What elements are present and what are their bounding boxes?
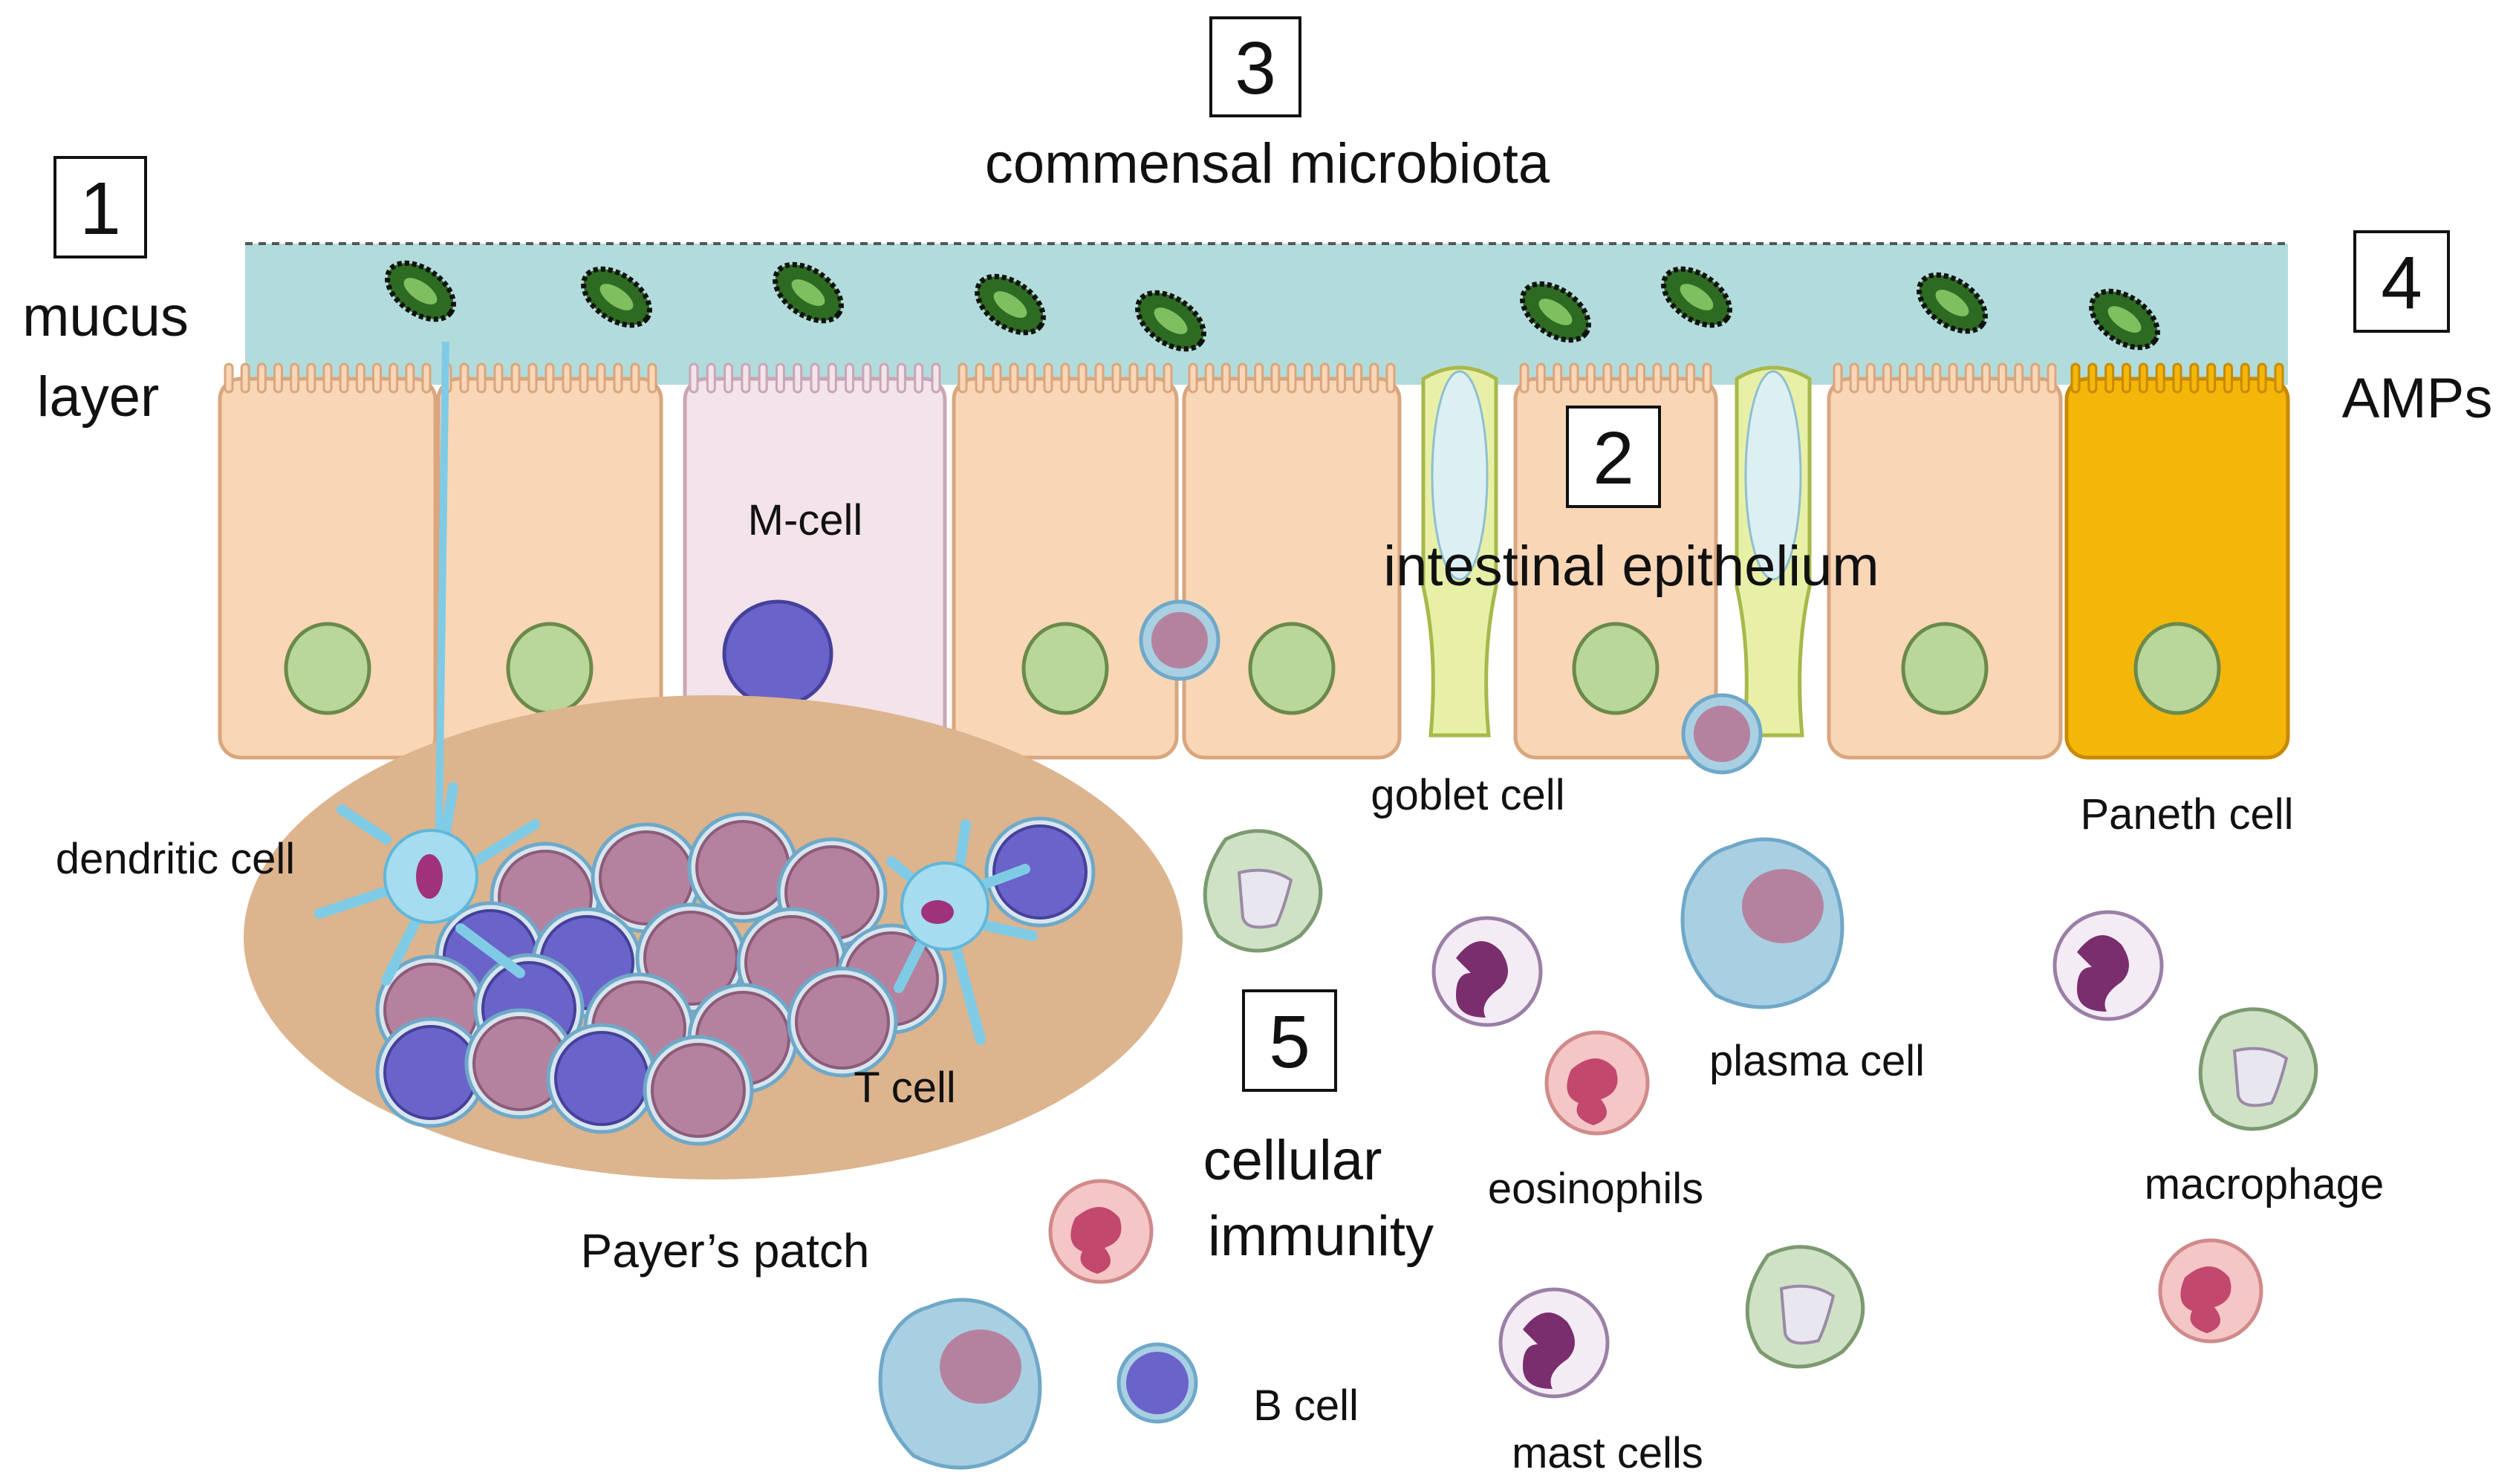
eosinophil-cell-2 bbox=[1048, 1179, 1154, 1284]
svg-text:3: 3 bbox=[1235, 27, 1276, 110]
bacterium bbox=[1520, 281, 1591, 343]
number-box-3: 3 bbox=[1209, 16, 1301, 117]
label-m-cell: M-cell bbox=[748, 496, 863, 544]
label-mucus-line1: mucus bbox=[22, 285, 189, 348]
label-commensal-microbiota: commensal microbiota bbox=[985, 132, 1550, 195]
label-eosinophils: eosinophils bbox=[1488, 1165, 1703, 1213]
svg-text:4: 4 bbox=[2381, 241, 2422, 325]
macrophage-cell-2 bbox=[2198, 1007, 2318, 1131]
number-box-5: 5 bbox=[1242, 989, 1337, 1092]
bacterium bbox=[975, 273, 1046, 336]
bacterium bbox=[1135, 290, 1206, 352]
enterocyte-cell bbox=[218, 362, 438, 760]
label-immunity: immunity bbox=[1208, 1205, 1434, 1268]
t-cell bbox=[591, 822, 702, 934]
bacterium bbox=[2089, 288, 2160, 351]
m-cell bbox=[683, 362, 947, 760]
label-intestinal-epithelium: intestinal epithelium bbox=[1383, 535, 1879, 598]
eosinophil-cell-1 bbox=[1544, 1030, 1650, 1136]
enterocyte-cell bbox=[1513, 362, 1718, 760]
b-cell bbox=[546, 1023, 657, 1134]
mast-cell-1 bbox=[1431, 916, 1543, 1027]
dendritic-cell bbox=[314, 341, 540, 986]
label-b-cell: B cell bbox=[1253, 1382, 1359, 1430]
label-goblet-cell: goblet cell bbox=[1371, 771, 1564, 819]
number-box-4: 4 bbox=[2353, 230, 2450, 333]
b-cell bbox=[375, 1017, 487, 1128]
enterocyte-cell bbox=[952, 362, 1179, 760]
label-dendritic-cell: dendritic cell bbox=[56, 835, 295, 883]
b-cell-free bbox=[1116, 1342, 1198, 1424]
enterocyte-cell bbox=[1827, 362, 2063, 760]
number-box-1: 1 bbox=[53, 156, 147, 258]
intestinal-epithelium-cells bbox=[218, 362, 2290, 760]
t-cell bbox=[643, 1035, 754, 1146]
label-paneth-cell: Paneth cell bbox=[2081, 790, 2294, 839]
label-macrophage: macrophage bbox=[2145, 1160, 2384, 1208]
dendritic-cell-2 bbox=[886, 819, 1038, 1045]
paneth-cell bbox=[2064, 362, 2290, 760]
intraepithelial-lymphocyte-1 bbox=[1139, 599, 1220, 681]
goblet-cell bbox=[1735, 365, 1812, 738]
goblet-cell bbox=[1421, 365, 1498, 738]
label-mucus-line2: layer bbox=[37, 365, 160, 429]
commensal-bacteria bbox=[385, 260, 2160, 352]
macrophage-cell-1 bbox=[1203, 829, 1323, 953]
svg-text:5: 5 bbox=[1269, 1000, 1310, 1084]
intraepithelial-lymphocyte-2 bbox=[1681, 693, 1763, 775]
eosinophil-cell-3 bbox=[2158, 1238, 2263, 1344]
label-amps: AMPs bbox=[2342, 367, 2493, 430]
label-t-cell: T cell bbox=[854, 1064, 956, 1112]
bacterium bbox=[1661, 266, 1732, 328]
plasma-cell-2 bbox=[878, 1298, 1042, 1470]
plasma-cell-1 bbox=[1680, 837, 1844, 1009]
number-box-2: 2 bbox=[1566, 406, 1661, 508]
enterocyte-cell bbox=[1182, 362, 1402, 760]
enterocyte-cell bbox=[436, 362, 663, 760]
svg-text:2: 2 bbox=[1593, 417, 1634, 500]
label-plasma-cell: plasma cell bbox=[1709, 1037, 1925, 1085]
b-cell bbox=[984, 816, 1096, 928]
t-cell bbox=[787, 966, 898, 1078]
bacterium bbox=[581, 266, 652, 328]
label-mast-cells: mast cells bbox=[1512, 1429, 1703, 1477]
label-payers-patch: Payer’s patch bbox=[581, 1224, 870, 1278]
mast-cell-3 bbox=[1498, 1287, 1610, 1399]
macrophage-cell-3 bbox=[1745, 1245, 1865, 1369]
mast-cell-2 bbox=[2052, 910, 2164, 1021]
bacterium bbox=[385, 260, 456, 322]
payers-patch-lymphocytes bbox=[375, 812, 1096, 1146]
t-cell bbox=[687, 812, 799, 923]
t-cell bbox=[464, 1008, 576, 1119]
bacterium bbox=[1917, 272, 1988, 334]
label-cellular: cellular bbox=[1203, 1129, 1382, 1192]
bacterium bbox=[773, 261, 844, 324]
svg-text:1: 1 bbox=[79, 167, 121, 250]
